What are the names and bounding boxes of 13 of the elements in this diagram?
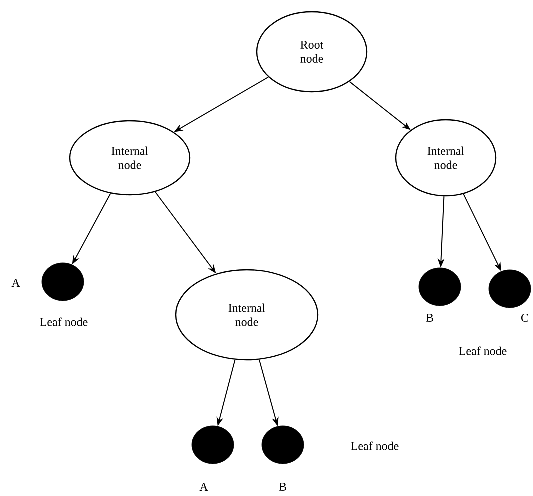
leaf-dot bbox=[418, 268, 462, 306]
leaf-letter: A bbox=[12, 279, 20, 287]
leaf-dot bbox=[262, 426, 304, 464]
leaf-letter: A bbox=[200, 483, 208, 491]
leaf-dot bbox=[192, 426, 234, 464]
leaf-letter: B bbox=[426, 314, 434, 322]
leaf-caption: Leaf node bbox=[459, 346, 507, 356]
leaf-letter: C bbox=[522, 314, 528, 322]
leaf-caption: Leaf node bbox=[351, 442, 399, 450]
leaf-dot bbox=[42, 262, 84, 302]
leaf-dot bbox=[488, 270, 532, 308]
leaf-caption: Leaf node bbox=[40, 318, 88, 326]
leaf-letter: B bbox=[279, 483, 286, 491]
